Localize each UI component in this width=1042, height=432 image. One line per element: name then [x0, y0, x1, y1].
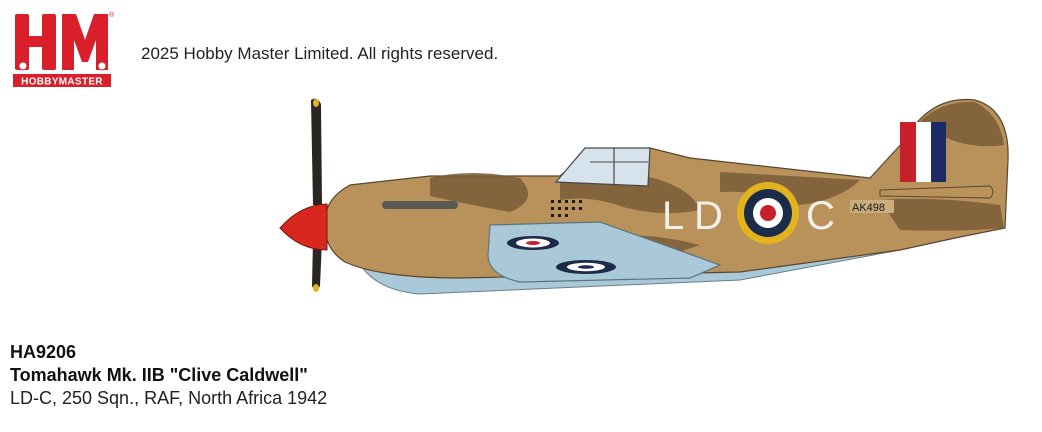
registered-mark: ® [109, 11, 114, 19]
copyright-notice: 2025 Hobby Master Limited. All rights re… [141, 44, 499, 63]
hobbymaster-logo: HOBBYMASTER ® [13, 11, 114, 88]
code-letter-1: L [662, 194, 684, 238]
spinner [279, 203, 328, 251]
canopy [554, 147, 651, 187]
product-details: LD-C, 250 Sqn., RAF, North Africa 1942 [10, 388, 328, 408]
propeller [311, 98, 322, 292]
victory-markings [551, 200, 582, 217]
product-caption: HA9206 Tomahawk Mk. IIB "Clive Caldwell"… [10, 341, 327, 410]
tailplane [879, 185, 994, 199]
product-name: Tomahawk Mk. IIB "Clive Caldwell" [10, 365, 308, 385]
code-letter-3: C [806, 194, 835, 238]
model-number: HA9206 [10, 342, 77, 362]
logo-wordmark: HOBBYMASTER [21, 77, 103, 88]
fin-flash [900, 122, 946, 182]
aircraft-illustration: L D C AK498 [279, 98, 1009, 295]
fuselage-roundel [737, 182, 799, 244]
exhaust [382, 201, 458, 209]
code-letter-2: D [694, 194, 723, 238]
serial-number: AK498 [852, 202, 885, 214]
